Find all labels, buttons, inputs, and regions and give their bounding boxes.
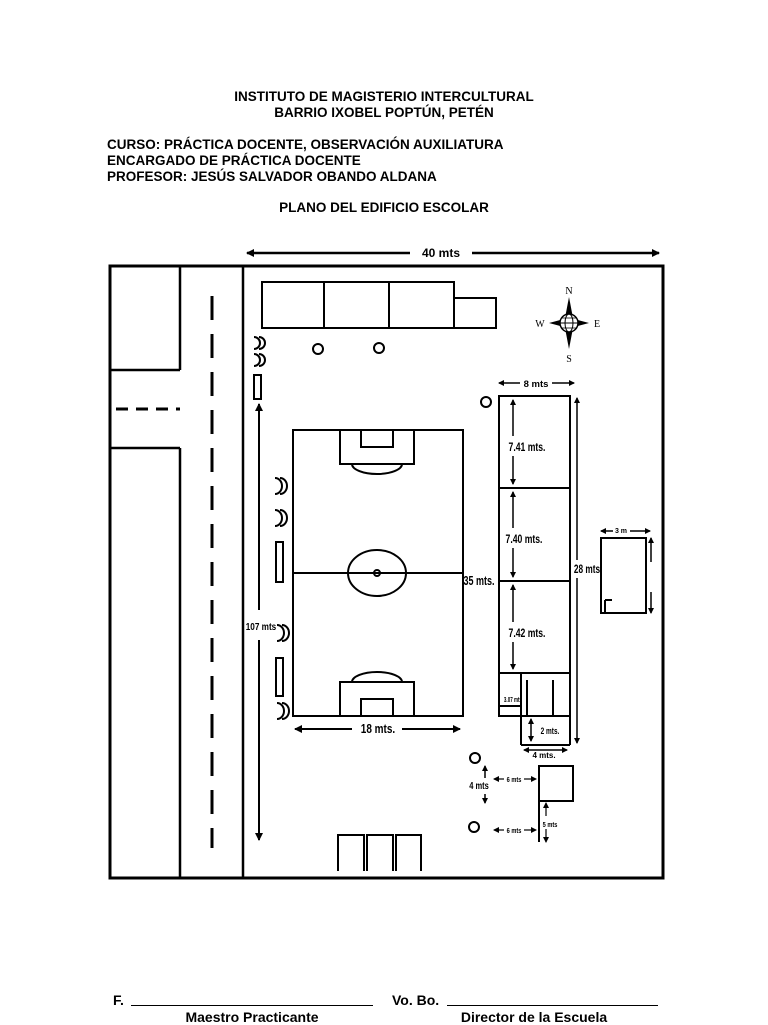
signature-left-prefix: F. [113,992,124,1008]
institution-location: BARRIO IXOBEL POPTÚN, PETÉN [274,105,494,120]
field-length-label: 35 mts. [464,575,495,589]
compass-east: E [594,319,600,330]
side-building-label: 3 m [615,528,627,535]
plan-title: PLANO DEL EDIFICIO ESCOLAR [279,200,489,215]
signature-right-role: Director de la Escuela [460,1009,608,1025]
compass-rose-icon: N S W E [535,286,600,365]
course-line: CURSO: PRÁCTICA DOCENTE, OBSERVACIÓN AUX… [107,137,504,152]
tree-markers [312,342,492,833]
field-width-label: 18 mts. [361,723,395,736]
side-building [600,537,647,614]
field-benches [274,477,290,720]
compass-south: S [566,354,572,365]
room1-label: 7.41 mts. [509,442,546,455]
annex2-width-label: 6 mts [507,827,522,835]
field-width-dimension: 18 mts. [294,723,461,736]
annex-buildings [538,765,574,842]
signature-line-right [447,1005,658,1006]
signature-director: Vo. Bo. [392,992,439,1008]
signature-line-left [131,1005,373,1006]
small-room-label: 3.07 mts [504,697,523,704]
street [110,266,245,878]
signature-left-role: Maestro Practicante [185,1009,319,1025]
small-room-width-label: 4 mts. [532,751,555,760]
building-width-label: 8 mts [524,379,549,390]
annex-dimensions: 4 mts 6 mts 6 mts 5 mts [469,765,558,843]
signature-practicante: F. [113,992,124,1008]
entrance-benches [253,336,266,400]
teacher-line: PROFESOR: JESÚS SALVADOR OBANDO ALDANA [107,169,437,184]
bottom-restrooms [337,834,422,871]
supervisor-line: ENCARGADO DE PRÁCTICA DOCENTE [107,153,361,168]
institution-title: INSTITUTO DE MAGISTERIO INTERCULTURAL [234,89,534,104]
width-dimension: 40 mts [246,246,660,260]
annex-width-label: 6 mts [507,776,522,784]
signature-right-prefix: Vo. Bo. [392,992,440,1008]
annex2-height-label: 5 mts [543,821,558,829]
building-length-label: 28 mts [574,564,601,577]
side-building-dimension: 3 m [600,528,654,614]
length-dimension: 107 mts [246,403,276,841]
top-classrooms [261,281,497,329]
building-length-dimension: 28 mts [574,397,601,744]
width-label: 40 mts [422,246,460,260]
main-building [498,395,571,746]
length-label: 107 mts [246,620,276,632]
room3-label: 7.42 mts. [509,628,546,641]
room2-label: 7.40 mts. [506,534,543,547]
compass-west: W [535,319,545,330]
annex-height-label: 4 mts [469,780,489,791]
compass-north: N [565,286,572,297]
soccer-field [292,429,464,717]
building-width-dimension: 8 mts [498,379,575,390]
property-boundary [108,264,665,880]
small-room-width-dimension: 4 mts. [523,747,568,760]
small-room-depth-label: 2 mts. [541,726,560,736]
small-room-depth-dimension: 2 mts. [528,718,560,742]
